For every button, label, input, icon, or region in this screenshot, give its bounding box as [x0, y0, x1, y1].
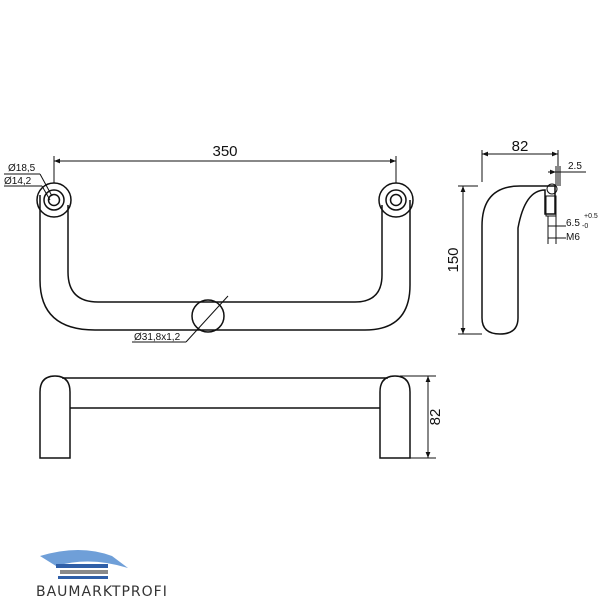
left-mount-inner	[43, 189, 65, 211]
boss-dia-leaders	[4, 173, 53, 201]
outer-dia-label: Ø18,5	[8, 163, 36, 174]
handle-inner-outline	[67, 205, 383, 303]
dim-350	[53, 156, 397, 183]
dim-tol-plus: +0.5	[584, 213, 598, 220]
front-right-post	[379, 375, 411, 459]
dim-tol-minus: -0	[582, 223, 588, 230]
right-mount-hole	[389, 193, 403, 207]
front-view	[39, 375, 411, 459]
side-mount-bolt	[546, 183, 558, 195]
left-mount-outer	[36, 182, 72, 218]
dim-150-label: 150	[445, 247, 462, 272]
logo-swoosh-icon	[40, 550, 128, 568]
inner-dia-label: Ø14,2	[4, 176, 32, 187]
logo-bar-1	[56, 564, 108, 568]
dim-82-top-label: 82	[512, 138, 529, 155]
left-mount-hole	[47, 193, 61, 207]
dim-6-5-label: 6.5	[566, 218, 580, 229]
dim-150	[458, 185, 482, 335]
side-mount-block	[545, 195, 557, 217]
right-mount-outer	[378, 182, 414, 218]
front-left-post	[39, 375, 71, 459]
dim-82-front-label: 82	[427, 409, 444, 426]
tube-section-slash	[185, 295, 229, 343]
brand-logo: BAUMARKTPROFI	[36, 550, 168, 600]
handle-outer-outline	[39, 195, 411, 331]
dim-6-5-m6	[547, 216, 566, 244]
right-mount-inner	[385, 189, 407, 211]
dim-82-top	[481, 150, 559, 186]
side-profile	[481, 185, 556, 335]
logo-bar-2	[60, 570, 108, 574]
thread-label: M6	[566, 232, 580, 243]
tube-section-circle	[191, 299, 225, 333]
logo-bar-3	[58, 576, 108, 579]
dim-350-label: 350	[212, 143, 237, 160]
brand-name: BAUMARKTPROFI	[36, 584, 168, 600]
side-view	[481, 183, 558, 335]
dim-2-5	[548, 166, 586, 186]
dim-82-front	[400, 375, 436, 459]
top-view	[36, 182, 414, 343]
tube-dia-label: Ø31,8x1,2	[134, 332, 181, 343]
dim-2-5-label: 2.5	[568, 161, 582, 172]
